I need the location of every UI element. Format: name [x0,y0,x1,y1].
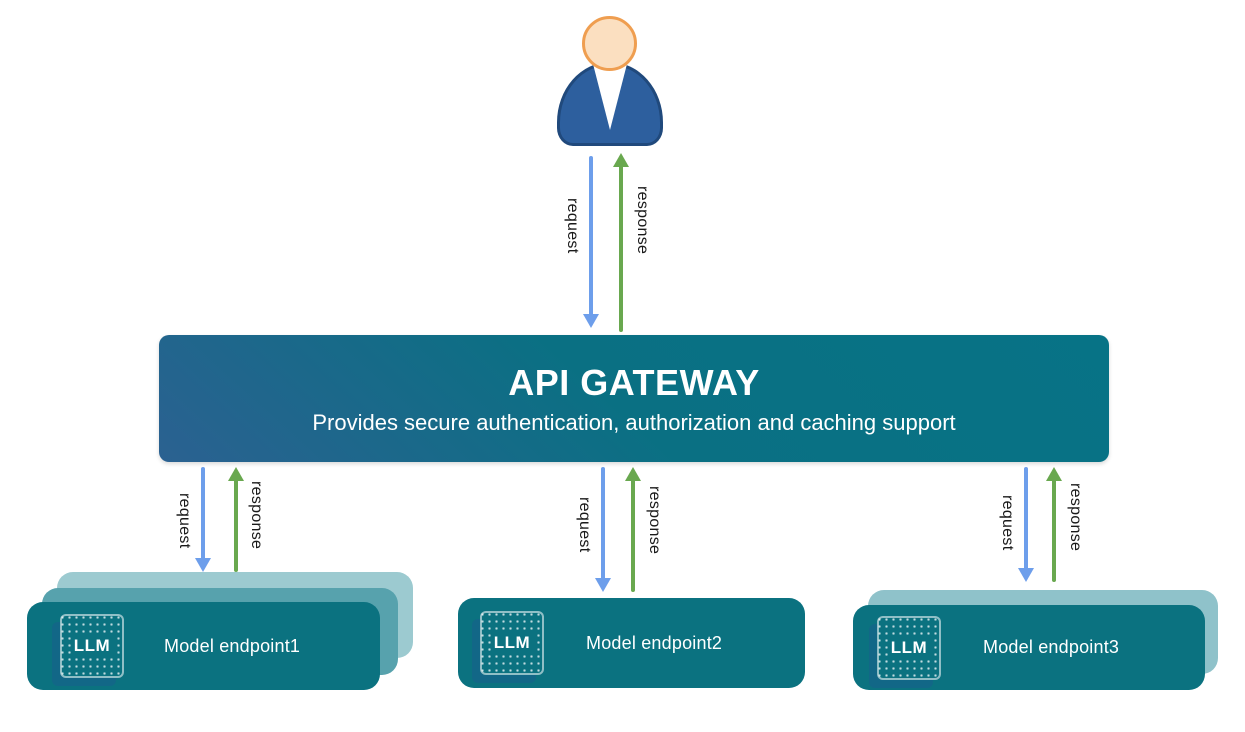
llm-chip-icon: LLM [480,611,544,675]
response-label: response [248,481,265,550]
response-label: response [634,186,651,255]
request-label: request [576,497,593,553]
llm-chip-label: LLM [887,636,931,659]
user-head-shape [582,16,637,71]
response-arrow-icon [228,467,244,572]
request-label: request [176,493,193,549]
endpoint-3-group: LLM Model endpoint3 [853,590,1223,692]
request-arrow-icon [195,467,211,572]
endpoint-name: Model endpoint2 [586,632,723,653]
endpoint-name: Model endpoint3 [983,637,1120,657]
endpoint-2-box: LLM Model endpoint2 [458,598,805,688]
request-arrow-icon [595,467,611,592]
response-arrow-icon [625,467,641,592]
llm-chip-icon: LLM [877,615,941,680]
request-arrow-icon [583,156,599,328]
request-arrow-icon [1018,467,1034,582]
request-label: request [999,495,1016,551]
endpoint-3-box: LLM Model endpoint3 [853,605,1205,690]
llm-chip-label: LLM [490,632,534,654]
endpoint-name: Model endpoint1 [164,635,301,656]
endpoint-1-box: LLM Model endpoint1 [27,602,380,690]
llm-chip-icon: LLM [60,614,124,678]
response-arrow-icon [1046,467,1062,582]
gateway-title: API GATEWAY [508,361,760,403]
response-arrow-icon [613,153,629,332]
response-label: response [646,486,663,555]
response-label: response [1067,483,1084,552]
endpoint-1-group: LLM Model endpoint1 [27,572,417,692]
request-label: request [564,198,581,254]
endpoint-2-group: LLM Model endpoint2 [458,598,808,690]
gateway-subtitle: Provides secure authentication, authoriz… [312,409,956,435]
llm-chip-label: LLM [70,635,114,657]
api-gateway-box: API GATEWAY Provides secure authenticati… [159,335,1109,462]
